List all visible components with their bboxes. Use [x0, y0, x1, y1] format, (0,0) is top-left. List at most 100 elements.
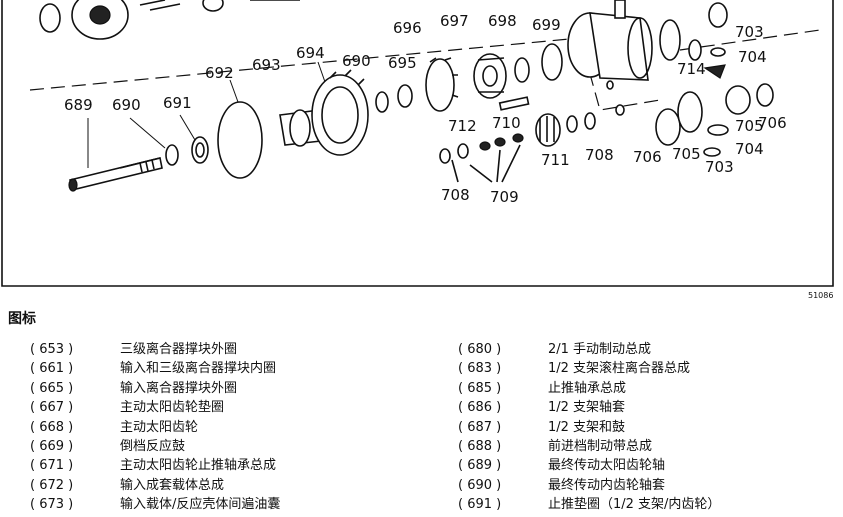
legend-item: ( 680 ) 2/1 手动制动总成	[458, 340, 720, 359]
callout-703-top: 703	[735, 23, 764, 41]
legend-description: 倒档反应鼓	[120, 438, 186, 454]
callout-710: 710	[492, 114, 521, 132]
part-690-695-rings	[375, 84, 413, 113]
legend-item: ( 688 ) 前进档制动带总成	[458, 437, 720, 456]
callout-705-bottom: 705	[672, 145, 701, 163]
legend-description: 止推垫圈（1/2 支架/内齿轮）	[548, 497, 721, 513]
callout-698: 698	[488, 12, 517, 30]
callout-694: 694	[296, 44, 325, 62]
legend-code: ( 685 )	[458, 380, 502, 396]
callout-693: 693	[252, 56, 281, 74]
legend-item: ( 661 ) 输入和三级离合器撑块内圈	[30, 359, 280, 378]
callout-709: 709	[490, 188, 519, 206]
diagram-frame	[1, 0, 834, 287]
legend-description: 止推轴承总成	[548, 380, 627, 396]
legend-code: ( 671 )	[30, 458, 74, 474]
callout-714: 714	[677, 60, 706, 78]
callout-696: 696	[393, 19, 422, 37]
part-690-691-rings	[129, 114, 209, 166]
legend-code: ( 669 )	[30, 438, 74, 454]
legend-description: 最终传动内齿轮轴套	[548, 477, 666, 493]
callout-708-right: 708	[585, 146, 614, 164]
callout-695: 695	[388, 54, 417, 72]
legend-description: 输入成套载体总成	[120, 477, 225, 493]
legend-description: 2/1 手动制动总成	[548, 342, 652, 357]
legend-code: ( 690 )	[458, 477, 502, 493]
legend-item: ( 673 ) 输入载体/反应壳体间遍油囊	[30, 495, 280, 514]
legend-code: ( 653 )	[30, 342, 74, 357]
legend-item: ( 672 ) 输入成套载体总成	[30, 476, 280, 495]
legend-code: ( 688 )	[458, 438, 502, 454]
callout-690-left: 690	[112, 96, 141, 114]
callout-697: 697	[440, 12, 469, 30]
legend-item: ( 689 ) 最终传动太阳齿轮轴	[458, 456, 720, 475]
legend-code: ( 683 )	[458, 361, 502, 377]
callout-689: 689	[64, 96, 93, 114]
legend-code: ( 672 )	[30, 477, 74, 493]
legend-item: ( 667 ) 主动太阳齿轮垫圈	[30, 398, 280, 417]
callout-711: 711	[541, 151, 570, 169]
legend-description: 输入载体/反应壳体间遍油囊	[120, 497, 281, 513]
legend-item: ( 683 ) 1/2 支架滚柱离合器总成	[458, 359, 720, 378]
legend-code: ( 667 )	[30, 400, 74, 416]
legend-description: 1/2 支架滚柱离合器总成	[548, 361, 691, 377]
legend-code: ( 665 )	[30, 380, 74, 396]
legend-description: 主动太阳齿轮止推轴承总成	[120, 458, 277, 474]
legend-item: ( 690 ) 最终传动内齿轮轴套	[458, 476, 720, 495]
callout-labels: 696 697 698 699 703 704 714 692 693 694 …	[64, 12, 833, 300]
callout-692: 692	[205, 64, 234, 82]
legend-item: ( 669 ) 倒档反应鼓	[30, 437, 280, 456]
legend-code: ( 668 )	[30, 419, 74, 435]
legend-code: ( 661 )	[30, 361, 74, 377]
callout-706-right: 706	[758, 114, 787, 132]
legend-description: 三级离合器撑块外圈	[120, 342, 238, 357]
legend-item: ( 665 ) 输入离合器撑块外圈	[30, 379, 280, 398]
legend-code: ( 673 )	[30, 497, 74, 513]
legend-item: ( 685 ) 止推轴承总成	[458, 379, 720, 398]
legend-code: ( 691 )	[458, 497, 502, 513]
callout-706-left: 706	[633, 148, 662, 166]
part-differential-cluster	[655, 2, 774, 157]
part-carrier-housing	[567, 0, 653, 116]
part-693-694-drum	[279, 61, 369, 156]
legend-item: ( 687 ) 1/2 支架和鼓	[458, 418, 720, 437]
callout-708-bottom: 708	[441, 186, 470, 204]
legend-code: ( 686 )	[458, 400, 502, 416]
legend-description: 最终传动太阳齿轮轴	[548, 458, 666, 474]
figure-number: 51086	[808, 291, 833, 300]
part-689-sun-gear-shaft	[68, 118, 163, 192]
callout-691: 691	[163, 94, 192, 112]
callout-712: 712	[448, 117, 477, 135]
legend-left-column: ( 653 ) 三级离合器撑块外圈 ( 661 ) 输入和三级离合器撑块内圈 ( 665…	[30, 340, 280, 515]
legend-item: ( 691 ) 止推垫圈（1/2 支架/内齿轮）	[458, 495, 720, 514]
legend-item: ( 686 ) 1/2 支架轴套	[458, 398, 720, 417]
callout-699: 699	[532, 16, 561, 34]
part-698-699-rings	[514, 43, 563, 83]
part-bearings-710-711	[439, 96, 596, 183]
exploded-parts-diagram: 696 697 698 699 703 704 714 692 693 694 …	[1, 0, 834, 300]
legend-title: 图标	[8, 311, 36, 327]
callout-690-mid: 690	[342, 52, 371, 70]
legend-description: 输入离合器撑块外圈	[120, 380, 238, 396]
legend-right-column: ( 680 )2/1 手动制动总成( 683 )1/2 支架滚柱离合器总成( 6…	[458, 340, 720, 515]
legend-item: ( 653 ) 三级离合器撑块外圈	[30, 340, 280, 359]
legend-code: ( 689 )	[458, 458, 502, 474]
part-696-697-gears	[425, 53, 507, 112]
part-692-snap-ring	[217, 79, 263, 179]
legend-item: ( 668 ) 主动太阳齿轮	[30, 418, 280, 437]
legend-description: 主动太阳齿轮	[120, 419, 199, 435]
legend-item: ( 671 ) 主动太阳齿轮止推轴承总成	[30, 456, 280, 475]
legend-description: 1/2 支架和鼓	[548, 419, 626, 435]
callout-705-right: 705	[735, 117, 764, 135]
legend-code: ( 687 )	[458, 419, 502, 435]
legend-description: 1/2 支架轴套	[548, 400, 626, 416]
callout-703-bottom: 703	[705, 158, 734, 176]
callout-704-bottom: 704	[735, 140, 764, 158]
legend-description: 输入和三级离合器撑块内圈	[120, 361, 277, 377]
assembly-guide-line-right	[679, 29, 821, 51]
partial-parts-top-left	[39, 0, 300, 40]
legend-code: ( 680 )	[458, 342, 502, 357]
callout-704-top: 704	[738, 48, 767, 66]
legend-description: 前进档制动带总成	[548, 438, 653, 454]
legend-description: 主动太阳齿轮垫圈	[120, 400, 225, 416]
